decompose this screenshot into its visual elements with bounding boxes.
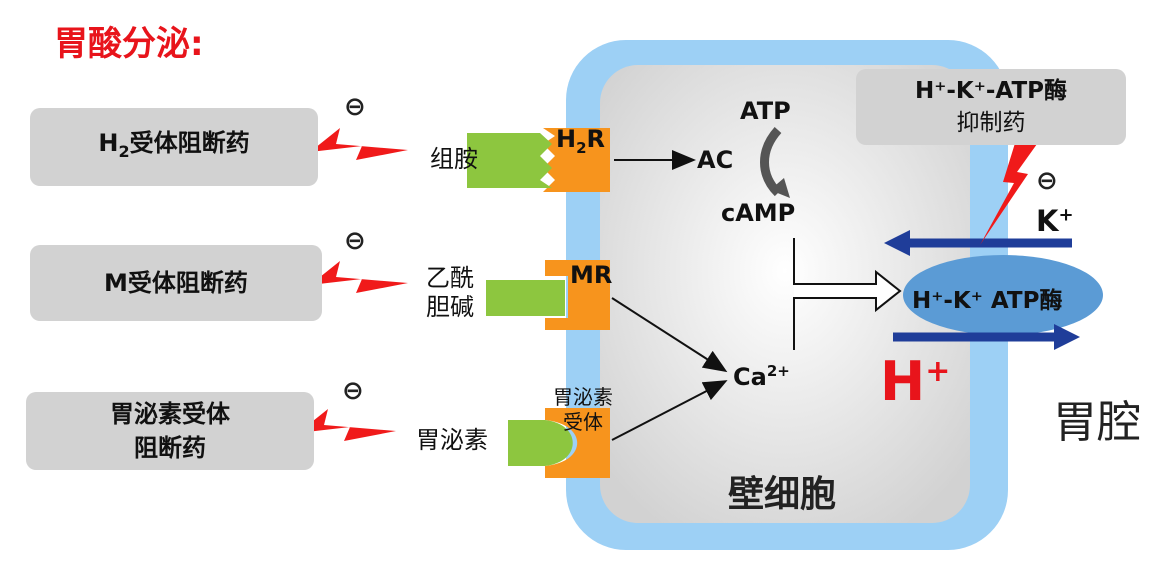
m-inhibit-symbol: ⊖ [344, 226, 366, 256]
h2r-label-h: H [556, 125, 577, 153]
cell-label: 壁细胞 [728, 474, 837, 515]
h2-inhibit-symbol: ⊖ [344, 92, 366, 122]
ppi-box: H⁺-K⁺-ATP酶 抑制药 [856, 69, 1126, 145]
calcium-label-ca: Ca [733, 363, 767, 391]
histamine-label: 组胺 [430, 145, 478, 173]
gastrin-receptor-label-line2: 受体 [563, 410, 603, 434]
h-ion-label: H+ [880, 342, 950, 412]
ach-label-line2: 胆碱 [426, 293, 474, 321]
h2-blocker-box: H2受体阻断药 [30, 108, 318, 186]
h-ion-arrowhead [1054, 324, 1080, 350]
ppi-box-line1: H⁺-K⁺-ATP酶 [914, 78, 1067, 104]
gastrin-receptor-label: 胃泌素 受体 [553, 385, 613, 435]
cell-interior [600, 65, 970, 523]
ach-label: 乙酰 胆碱 [426, 264, 474, 322]
pump-activation-arrow [793, 238, 902, 350]
gastrin-receptor [545, 408, 610, 478]
ac-label: AC [697, 146, 734, 174]
ach-label-line1: 乙酰 [426, 264, 474, 292]
gastrin-blocker-lightning-icon [298, 409, 396, 441]
m-receptor [545, 260, 610, 330]
histamine-ligand [467, 133, 552, 188]
k-ion-label-k: K [1036, 204, 1059, 238]
pump-label: H⁺-K⁺ ATP酶 [912, 288, 1063, 314]
m-blocker-lightning-icon [310, 261, 408, 293]
ppi-lightning-icon [980, 140, 1037, 245]
page-title: 胃酸分泌: [54, 24, 204, 64]
calcium-label: Ca2+ [733, 358, 790, 390]
m-blocker-label: M受体阻断药 [104, 269, 248, 297]
h2-receptor [543, 128, 610, 192]
calcium-label-sup: 2+ [766, 362, 790, 380]
h2r-label-r: R [586, 125, 606, 153]
gastrin-inhibit-symbol: ⊖ [342, 376, 364, 406]
gastrin-to-ca-arrow [611, 380, 728, 441]
k-ion-label: K+ [1036, 204, 1074, 238]
camp-label: cAMP [721, 199, 796, 227]
h2-blocker-label-h: H [98, 128, 119, 157]
h2-blocker-label: H2受体阻断药 [98, 126, 249, 169]
h2r-label-sub: 2 [576, 138, 587, 157]
h-ion-label-h: H [880, 350, 926, 413]
h2r-label: H2R [556, 126, 605, 161]
proton-pump [903, 255, 1103, 335]
h2-blocker-lightning-icon [310, 128, 408, 160]
gastrin-label: 胃泌素 [416, 426, 488, 454]
gastrin-blocker-box: 胃泌素受体 阻断药 [26, 392, 314, 470]
k-ion-arrowhead [884, 230, 910, 256]
h2-blocker-label-rest: 受体阻断药 [129, 128, 250, 157]
gastrin-ligand [508, 420, 573, 466]
atp-to-camp-arrowhead [770, 178, 790, 198]
lumen-label: 胃腔 [1053, 397, 1141, 448]
mr-to-ca-arrow [611, 297, 728, 373]
ach-ligand [486, 280, 565, 316]
gastrin-blocker-label-line1: 胃泌素受体 [110, 400, 230, 428]
h-ion-label-sup: + [925, 354, 951, 389]
h2-blocker-label-sub: 2 [118, 141, 130, 161]
k-ion-label-sup: + [1058, 204, 1074, 226]
ppi-box-line2: 抑制药 [956, 110, 1026, 136]
atp-label: ATP [740, 97, 791, 125]
ppi-inhibit-symbol: ⊖ [1036, 166, 1058, 196]
gastrin-blocker-label-line2: 阻断药 [134, 434, 206, 462]
gastrin-receptor-label-line1: 胃泌素 [553, 385, 613, 409]
mr-label: MR [570, 261, 613, 289]
m-blocker-box: M受体阻断药 [30, 245, 322, 321]
